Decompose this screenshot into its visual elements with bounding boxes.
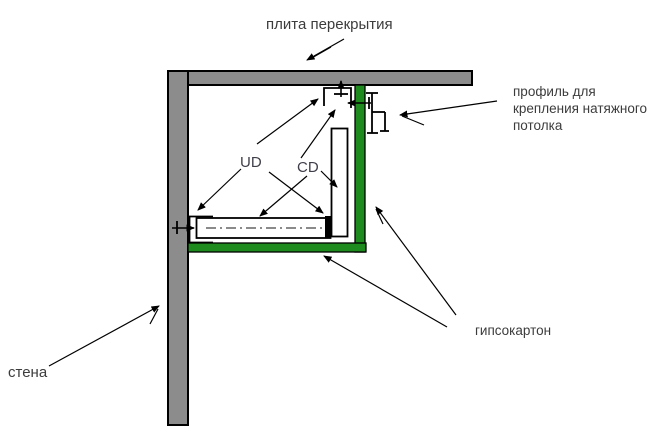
- arrow-wall-extra-stroke: [149, 308, 159, 325]
- drywall-bottom-sheet: [187, 242, 367, 253]
- arrow-drywall-side: [375, 206, 457, 316]
- arrow-slab-extra-stroke: [309, 46, 332, 60]
- arrow-ud-to-wall-profile: [197, 168, 242, 211]
- arrow-wall-label: [48, 305, 160, 367]
- arrow-cd-to-vertical-profile: [320, 170, 338, 188]
- drywall-label: гипсокартон: [475, 323, 551, 338]
- arrow-to-profile-end: [268, 171, 324, 214]
- wall: [167, 70, 189, 426]
- ud-ceiling-profile: [323, 87, 352, 108]
- wall-label: стена: [8, 364, 48, 381]
- arrow-profile-extra-stroke: [401, 115, 425, 126]
- slab-label: плита перекрытия: [266, 16, 393, 33]
- arrow-cd-to-horizontal-profile: [259, 175, 308, 217]
- arrow-cd-to-corner: [300, 109, 336, 159]
- floor-slab: [168, 70, 473, 86]
- profile-label-line3: потолка: [513, 118, 563, 133]
- wall-screw: [172, 221, 195, 234]
- drywall-side-sheet: [354, 84, 366, 253]
- ud-label: UD: [240, 154, 262, 171]
- arrow-ud-to-ceiling-profile: [256, 98, 319, 145]
- side-screw: [347, 97, 371, 109]
- stretch-ceiling-bracket: [366, 92, 389, 134]
- arrow-profile-label: [399, 100, 498, 118]
- cd-vertical-profile: [330, 127, 349, 238]
- cd-profile-end-cap: [325, 216, 331, 238]
- profile-label-line1: профиль для: [513, 84, 596, 99]
- profile-label-line2: крепления натяжного: [513, 101, 647, 116]
- arrow-drywall-bottom: [323, 255, 448, 328]
- ceiling-screw: [334, 80, 348, 97]
- cd-label: CD: [297, 159, 319, 176]
- arrow-drywall-extra-stroke: [375, 208, 384, 225]
